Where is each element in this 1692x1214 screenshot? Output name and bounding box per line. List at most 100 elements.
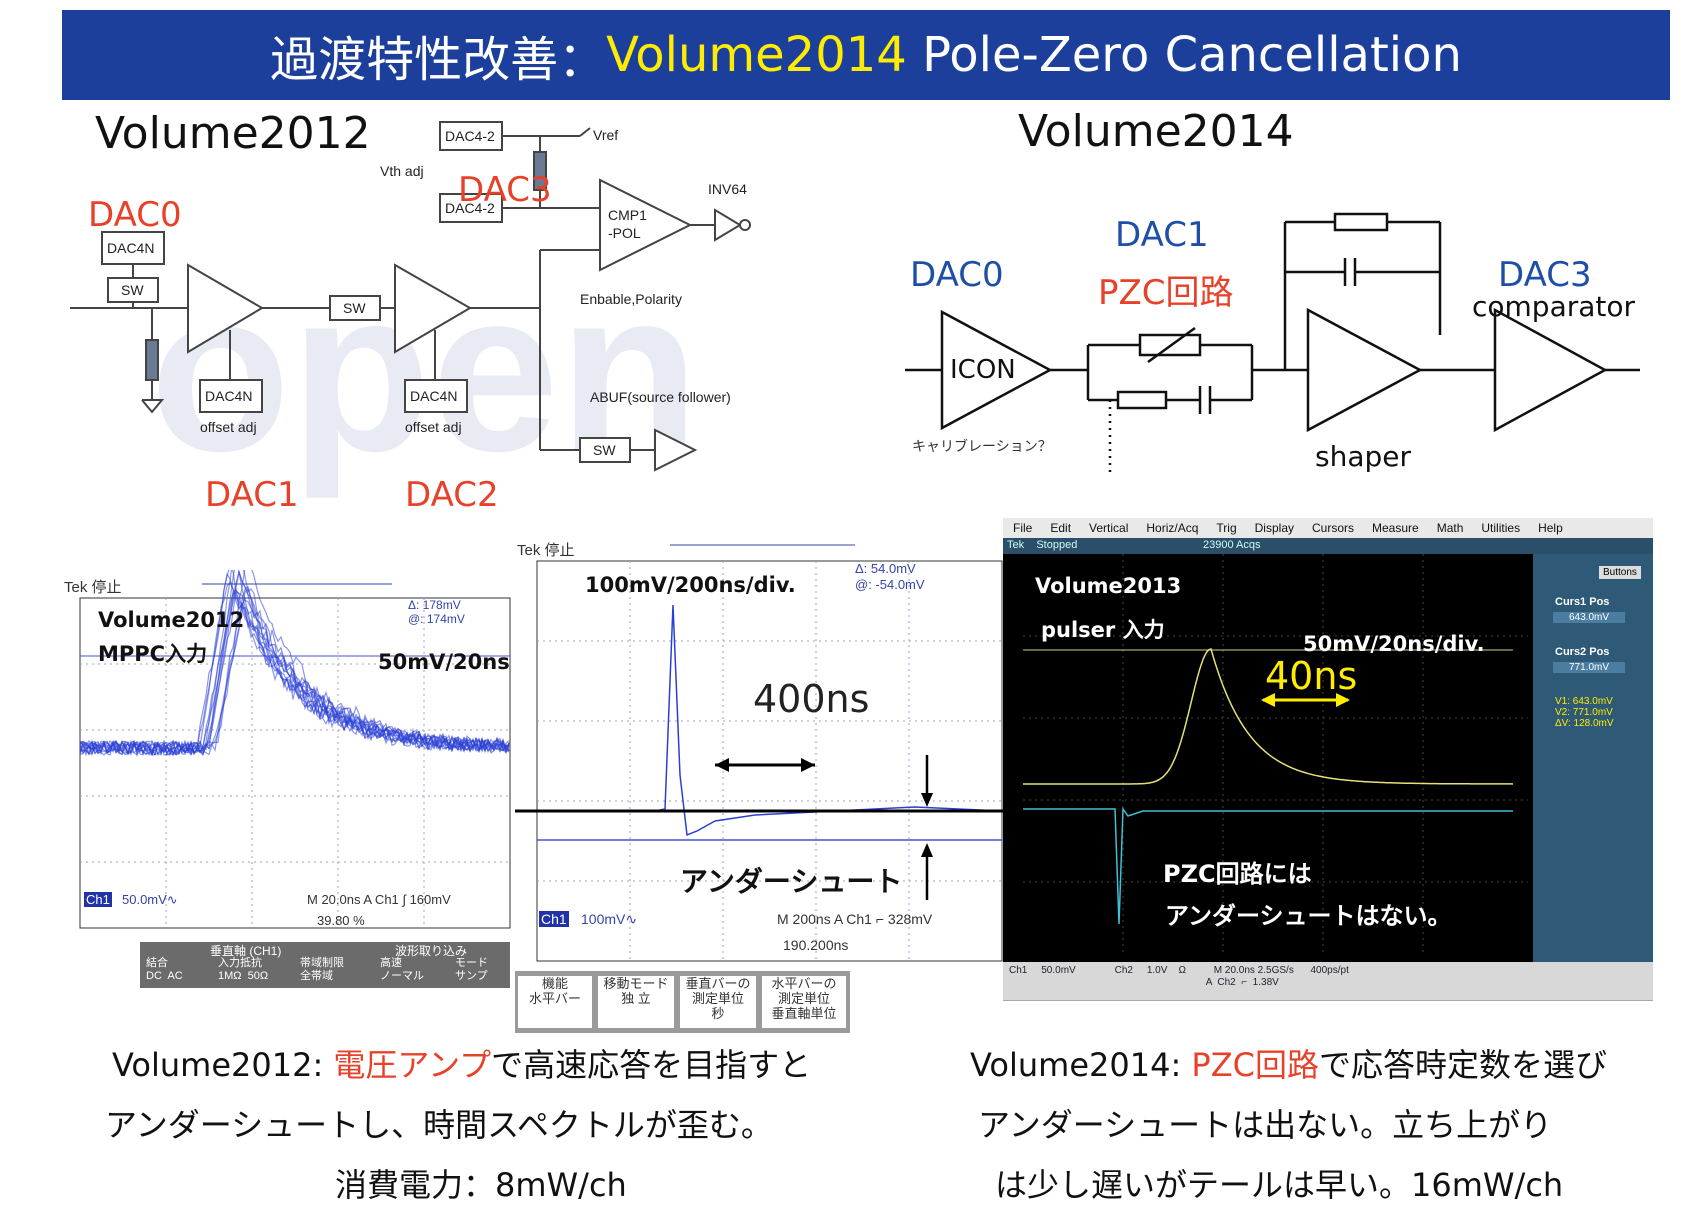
scope-mid-at: @: -54.0mV (855, 577, 925, 592)
enable-polarity-label: Enbable,Polarity (580, 291, 682, 307)
scope-left-menu-top-2: 波形取り込み (395, 944, 468, 958)
sw3-label: SW (593, 442, 616, 458)
scope-left-brand: Tek 停止 (64, 579, 122, 596)
left-dac3-label: DAC3 (458, 170, 552, 210)
menu-utilities[interactable]: Utilities (1481, 521, 1521, 535)
menu-horiz-acq[interactable]: Horiz/Acq (1146, 521, 1199, 535)
title-suffix: Pole-Zero Cancellation (906, 27, 1462, 83)
vth-adj-label: Vth adj (380, 163, 424, 179)
icon-label: ICON (950, 355, 1016, 385)
caption-right-highlight: PZC回路 (1191, 1046, 1319, 1084)
scope-right-rule (1003, 1000, 1653, 1001)
caption-right-rest: で応答時定数を選び (1318, 1046, 1607, 1084)
scope-left-label2: MPPC入力 (98, 642, 208, 666)
scope-mid-brand: Tek 停止 (517, 542, 575, 559)
dac4n-2-label: DAC4N (410, 388, 457, 404)
right-dac1-label: DAC1 (1115, 215, 1209, 255)
scope-left-delta: Δ: 178mV (408, 598, 461, 612)
readout-v1: V1: 643.0mV (1555, 696, 1613, 707)
scope-left-at: @: 174mV (408, 612, 465, 626)
scope-right-note2: アンダーシュートはない。 (1165, 902, 1452, 930)
caption-right-line3: は少し遅いがテールは早い。16mW/ch (995, 1166, 1564, 1204)
menu-measure[interactable]: Measure (1372, 521, 1419, 535)
vref-label: Vref (593, 127, 618, 143)
title-highlight: Volume2014 (606, 27, 907, 83)
scope-right-bottom-readout: Ch1 50.0mV Ch2 1.0V Ω M 20.0ns 2.5GS/s 4… (1009, 965, 1349, 988)
volume2012-schematic: open (70, 121, 751, 499)
inv-label: INV64 (708, 181, 747, 197)
menu-math[interactable]: Math (1436, 521, 1464, 535)
right-dac3-label: DAC3 (1498, 255, 1592, 295)
scope-mid-timebase: M 200ns A Ch1 ⌐ 328mV (777, 911, 933, 927)
scope-mid-button-2[interactable]: 移動モード 独 立 (598, 976, 674, 1028)
caption-left-prefix: Volume2012: (112, 1046, 334, 1084)
right-circuit-heading: Volume2014 (1018, 106, 1294, 157)
mid-trace-pulse (537, 604, 1003, 837)
curs1-title: Curs1 Pos (1555, 596, 1610, 608)
scope-right-screen: Volume2013 pulser 入力 50mV/20ns/div. 40ns… (1003, 554, 1533, 962)
scope-right-svg (1023, 554, 1528, 954)
scope-mid-screen (515, 544, 1005, 962)
menu-file[interactable]: File (1013, 521, 1033, 535)
caption-left-rest: で高速応答を目指すと (491, 1046, 812, 1084)
right-trace-cyan (1023, 806, 1513, 925)
curs1-value[interactable]: 643.0mV (1553, 612, 1625, 623)
left-dac2-label: DAC2 (405, 475, 499, 515)
scope-left-screen (79, 570, 511, 929)
menu-help[interactable]: Help (1538, 521, 1563, 535)
scope-right-buttons-btn[interactable]: Buttons (1599, 566, 1641, 579)
scope-left-label1: Volume2012 (98, 608, 245, 632)
calibration-label: キャリブレーション？ (912, 438, 1052, 454)
left-trace-11 (79, 591, 510, 756)
scope-left-timebase: M 20.0ns A Ch1 ∫ 160mV (307, 892, 451, 907)
offset-adj-2-label: offset adj (405, 419, 462, 435)
caption-left-line2: アンダーシュートし、時間スペクトルが歪む。 (105, 1106, 773, 1144)
scope-left-scale: 50mV/20ns (378, 650, 510, 674)
caption-left-highlight: 電圧アンプ (333, 1046, 492, 1084)
scope-mid-button-4[interactable]: 水平バーの 測定単位 垂直軸単位 (762, 976, 846, 1028)
menu-edit[interactable]: Edit (1050, 521, 1072, 535)
scope-left-ch-scale: 50.0mV∿ (122, 892, 178, 907)
scope-mid-delta: Δ: 54.0mV (855, 561, 916, 576)
scope-right-status-left: Tek Stopped (1007, 539, 1078, 551)
volume2014-schematic (905, 212, 1640, 475)
scope-right-scale: 50mV/20ns/div. (1303, 632, 1485, 656)
scope-left-trig-pct: 39.80 % (317, 913, 365, 928)
dac4-2-bottom-label: DAC4-2 (445, 200, 495, 216)
scope-left-menu-2[interactable]: 入力抵抗 1MΩ 50Ω (218, 957, 269, 982)
dac4n-1-label: DAC4N (205, 388, 252, 404)
menu-cursors[interactable]: Cursors (1312, 521, 1355, 535)
scope-mid-traces (537, 604, 1003, 837)
scope-mid-button-3[interactable]: 垂直バーの 測定単位 秒 (680, 976, 756, 1028)
scope-mid-ch-scale: 100mV∿ (581, 911, 638, 927)
cmp-label-2: -POL (608, 225, 641, 241)
scope-left-menu-1[interactable]: 結合 DC AC (146, 957, 183, 982)
scope-mid-width-label: 400ns (753, 677, 870, 721)
scope-left-menu-5[interactable]: モード サンプ (455, 957, 488, 982)
left-dac0-label: DAC0 (88, 195, 182, 235)
scope-mid-trig: 190.200ns (783, 937, 849, 953)
scope-right-traces (1023, 648, 1514, 925)
menu-display[interactable]: Display (1254, 521, 1294, 535)
scope-right-label2: pulser 入力 (1041, 618, 1165, 642)
scope-right-status-mid: 23900 Acqs (1203, 539, 1261, 551)
cmp-label-1: CMP1 (608, 207, 647, 223)
scope-mid-button-1[interactable]: 機能 水平バー (518, 976, 592, 1028)
scope-mid-ch: Ch1 (539, 911, 569, 927)
scope-left-menu-4[interactable]: 高速 ノーマル (380, 957, 424, 982)
scope-left-menu-top-1: 垂直軸 (CH1) (210, 944, 282, 958)
menu-trig[interactable]: Trig (1216, 521, 1237, 535)
scope-mid: Tek 停止 100mV/200ns/div. Δ: 54.0mV @: -54… (515, 535, 1005, 1035)
title-prefix: 過渡特性改善： (270, 32, 607, 88)
left-trace-13 (79, 570, 510, 757)
readout-dv: ΔV: 128.0mV (1555, 718, 1614, 729)
caption-left-line3: 消費電力：8mW/ch (335, 1166, 627, 1204)
comparator-label: comparator (1472, 290, 1636, 323)
shaper-label: shaper (1315, 440, 1412, 473)
sw1-label: SW (121, 282, 144, 298)
scope-left-menu-3[interactable]: 帯域制限 全帯域 (300, 957, 344, 982)
scope-right-note1: PZC回路には (1163, 860, 1312, 888)
curs2-title: Curs2 Pos (1555, 646, 1610, 658)
menu-vertical[interactable]: Vertical (1089, 521, 1129, 535)
curs2-value[interactable]: 771.0mV (1553, 662, 1625, 673)
